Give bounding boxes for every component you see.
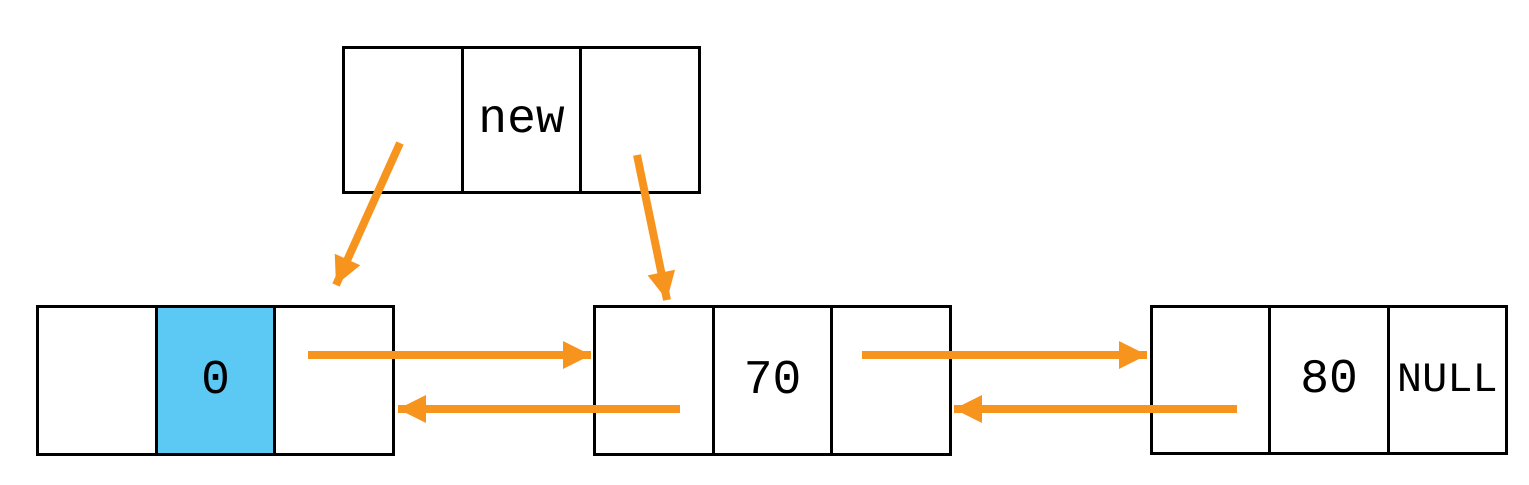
- node-80: 80 NULL: [1150, 305, 1508, 455]
- node-new-data-value: new: [478, 93, 565, 147]
- node-80-next-pointer-cell: NULL: [1386, 308, 1505, 452]
- node-70-data-value: 70: [743, 353, 802, 408]
- node-80-data-cell: 80: [1268, 308, 1386, 452]
- node-new-prev-pointer-cell: [345, 49, 461, 191]
- node-80-data-value: 80: [1300, 353, 1358, 407]
- node-80-prev-pointer-cell: [1153, 308, 1268, 452]
- node-70-next-pointer-cell: [830, 308, 949, 453]
- node-0-data-value: 0: [201, 353, 230, 408]
- node-new-data-cell: new: [460, 49, 580, 191]
- node-80-null-value: NULL: [1396, 356, 1498, 404]
- node-0-prev-pointer-cell: [39, 308, 155, 453]
- node-70-data-cell: 70: [711, 308, 831, 453]
- node-0-next-pointer-cell: [273, 308, 392, 453]
- node-70-prev-pointer-cell: [596, 308, 712, 453]
- node-70: 70: [593, 305, 952, 456]
- node-new: new: [342, 46, 701, 194]
- node-new-next-pointer-cell: [579, 49, 698, 191]
- node-0: 0: [36, 305, 395, 456]
- node-0-data-cell: 0: [154, 308, 274, 453]
